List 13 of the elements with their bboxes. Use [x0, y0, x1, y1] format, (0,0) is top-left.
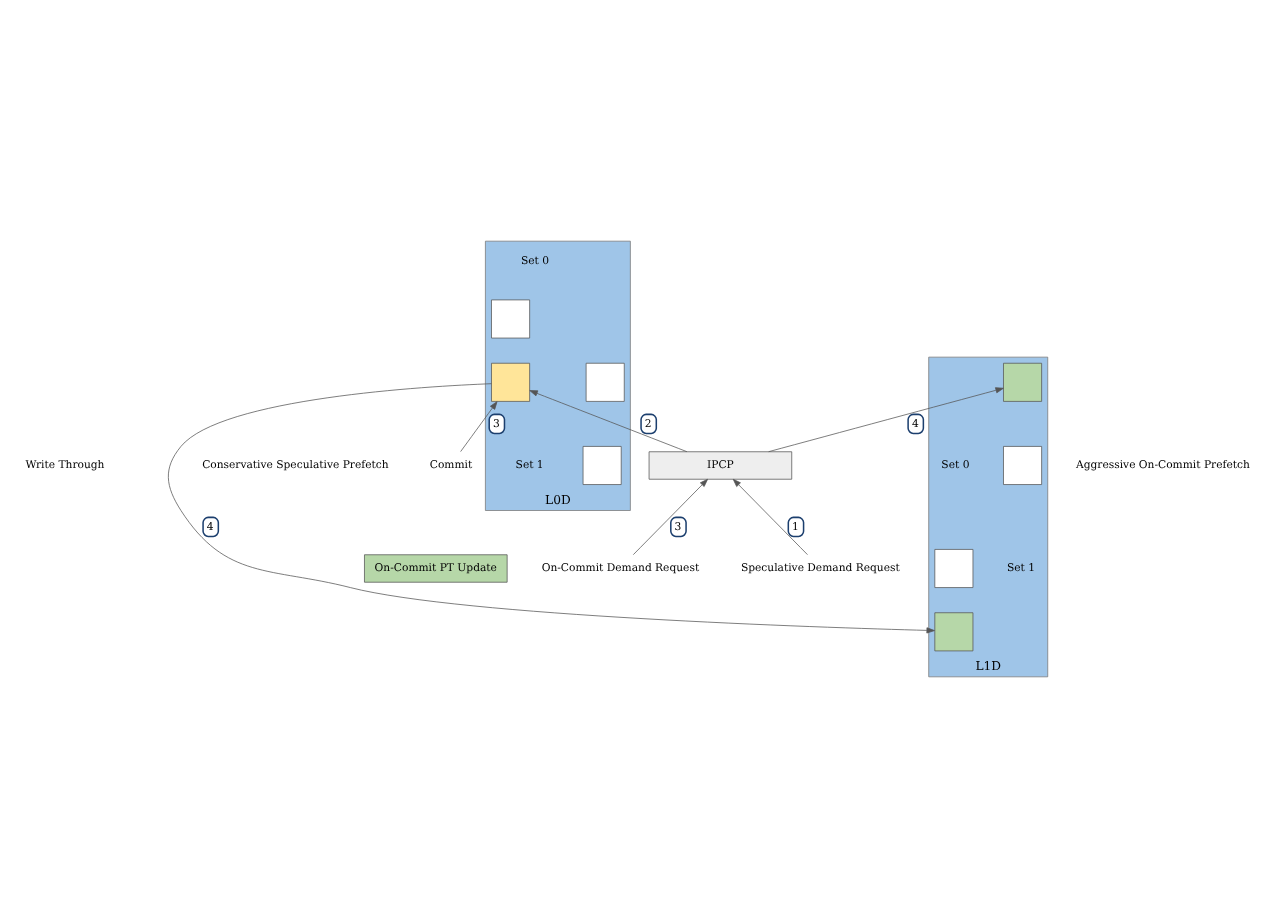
arrow	[168, 383, 935, 634]
arrow	[529, 390, 688, 453]
node-box	[582, 446, 622, 485]
node-box	[1003, 362, 1043, 402]
arrow	[460, 401, 498, 452]
node-box	[491, 299, 531, 339]
node-box	[585, 362, 625, 402]
node-box	[491, 362, 531, 402]
node-box	[934, 612, 974, 652]
arrow	[768, 387, 1004, 453]
arrow	[632, 478, 708, 556]
node-box	[1003, 446, 1043, 485]
node-box	[934, 549, 974, 588]
